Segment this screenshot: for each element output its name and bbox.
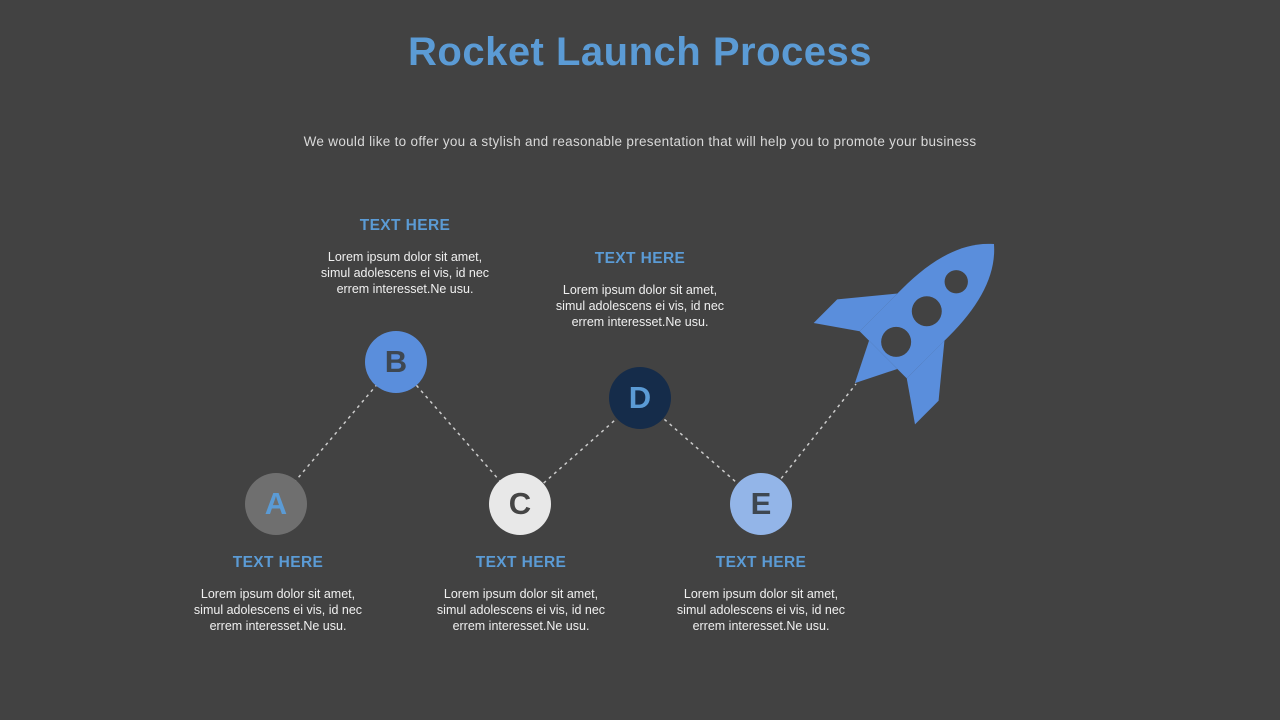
process-node-d: D [609,367,671,429]
text-block-d-line1: Lorem ipsum dolor sit amet, [562,283,718,297]
text-block-c-heading: TEXT HERE [475,554,567,571]
process-node-c: C [489,473,551,535]
slide-title: Rocket Launch Process [408,30,872,74]
text-block-c-line2: simul adolescens ei vis, id nec [436,603,606,617]
text-block-b-heading: TEXT HERE [359,217,451,234]
text-block-a-line1: Lorem ipsum dolor sit amet, [200,587,356,601]
node-e-letter: E [750,486,772,521]
text-block-a-line3: errem interesset.Ne usu. [209,619,347,633]
text-block-e-heading: TEXT HERE [715,554,807,571]
text-block-c: TEXT HERE Lorem ipsum dolor sit amet, si… [396,554,646,634]
node-c-letter: C [508,486,532,521]
text-block-b-line2: simul adolescens ei vis, id nec [320,266,490,280]
text-block-d-line2: simul adolescens ei vis, id nec [555,299,725,313]
text-block-e: TEXT HERE Lorem ipsum dolor sit amet, si… [636,554,886,634]
node-b-letter: B [384,344,408,379]
text-block-a-heading: TEXT HERE [232,554,324,571]
node-d-letter: D [628,380,652,415]
process-node-b: B [365,331,427,393]
text-block-e-line3: errem interesset.Ne usu. [692,619,830,633]
text-block-c-line1: Lorem ipsum dolor sit amet, [443,587,599,601]
text-block-c-line3: errem interesset.Ne usu. [452,619,590,633]
slide-subtitle: We would like to offer you a stylish and… [303,134,977,149]
text-block-b-line3: errem interesset.Ne usu. [336,282,474,296]
text-block-e-line2: simul adolescens ei vis, id nec [676,603,846,617]
rocket-icon [813,243,995,425]
process-node-a: A [245,473,307,535]
text-block-a-line2: simul adolescens ei vis, id nec [193,603,363,617]
process-node-e: E [730,473,792,535]
text-block-d-heading: TEXT HERE [594,250,686,267]
text-block-b: TEXT HERE Lorem ipsum dolor sit amet, si… [280,217,530,297]
text-block-e-line1: Lorem ipsum dolor sit amet, [683,587,839,601]
text-block-d: TEXT HERE Lorem ipsum dolor sit amet, si… [515,250,765,330]
text-block-d-line3: errem interesset.Ne usu. [571,315,709,329]
node-a-letter: A [264,486,288,521]
text-block-b-line1: Lorem ipsum dolor sit amet, [327,250,483,264]
text-block-a: TEXT HERE Lorem ipsum dolor sit amet, si… [153,554,403,634]
